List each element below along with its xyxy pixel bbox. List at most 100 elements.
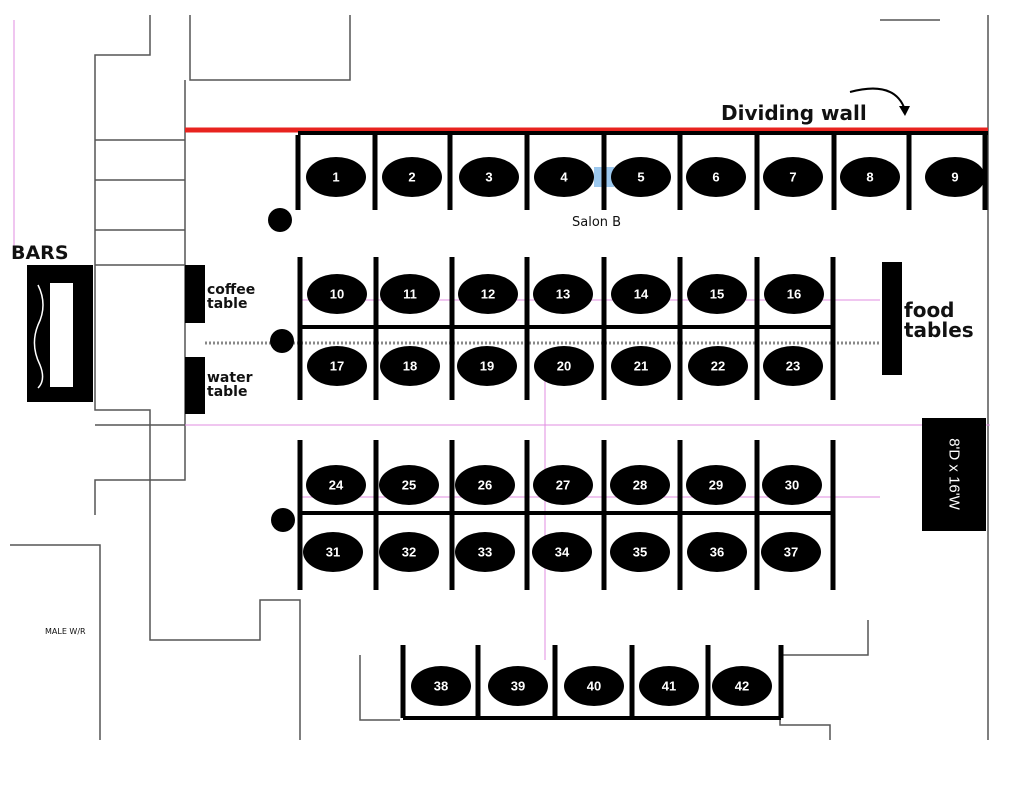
table-30[interactable]: 30 [762, 465, 822, 505]
table-number: 14 [634, 287, 649, 302]
table-dividers [268, 131, 988, 720]
table-number: 13 [556, 287, 570, 302]
table-shape [712, 666, 772, 706]
table-number: 2 [408, 170, 415, 185]
table-shape [307, 346, 367, 386]
water-table-label: water table [207, 370, 253, 400]
table-35[interactable]: 35 [610, 532, 670, 572]
table-4[interactable]: 4 [534, 157, 594, 197]
table-shape [687, 274, 747, 314]
round-marker [270, 329, 294, 353]
table-8[interactable]: 8 [840, 157, 900, 197]
table-shape [303, 532, 363, 572]
table-13[interactable]: 13 [533, 274, 593, 314]
table-number: 41 [662, 679, 676, 694]
table-39[interactable]: 39 [488, 666, 548, 706]
table-5[interactable]: 5 [611, 157, 671, 197]
table-6[interactable]: 6 [686, 157, 746, 197]
table-15[interactable]: 15 [687, 274, 747, 314]
table-shape [458, 274, 518, 314]
table-number: 23 [786, 359, 800, 374]
room-label: Salon B [572, 215, 622, 230]
stage-label: 8'D x 16'W [946, 438, 963, 510]
table-26[interactable]: 26 [455, 465, 515, 505]
table-shape [840, 157, 900, 197]
table-22[interactable]: 22 [688, 346, 748, 386]
table-number: 35 [633, 545, 647, 560]
table-shape [611, 274, 671, 314]
table-14[interactable]: 14 [611, 274, 671, 314]
table-shape [610, 532, 670, 572]
table-34[interactable]: 34 [532, 532, 592, 572]
table-17[interactable]: 17 [307, 346, 367, 386]
table-41[interactable]: 41 [639, 666, 699, 706]
table-number: 3 [485, 170, 492, 185]
restroom-label: MALE W/R [45, 627, 86, 636]
table-28[interactable]: 28 [610, 465, 670, 505]
water-table [185, 357, 205, 414]
table-7[interactable]: 7 [763, 157, 823, 197]
table-shape [611, 157, 671, 197]
table-shape [380, 274, 440, 314]
table-9[interactable]: 9 [925, 157, 985, 197]
table-number: 17 [330, 359, 344, 374]
table-20[interactable]: 20 [534, 346, 594, 386]
table-37[interactable]: 37 [761, 532, 821, 572]
table-42[interactable]: 42 [712, 666, 772, 706]
table-shape [380, 346, 440, 386]
table-33[interactable]: 33 [455, 532, 515, 572]
table-19[interactable]: 19 [457, 346, 517, 386]
table-18[interactable]: 18 [380, 346, 440, 386]
table-shape [534, 346, 594, 386]
table-25[interactable]: 25 [379, 465, 439, 505]
table-11[interactable]: 11 [380, 274, 440, 314]
table-number: 32 [402, 545, 416, 560]
dividing-wall-label: Dividing wall [721, 101, 867, 125]
bar-counter [27, 265, 93, 402]
bars-label: BARS [11, 242, 69, 264]
table-number: 29 [709, 478, 723, 493]
table-12[interactable]: 12 [458, 274, 518, 314]
table-3[interactable]: 3 [459, 157, 519, 197]
table-shape [532, 532, 592, 572]
table-number: 12 [481, 287, 495, 302]
table-shape [306, 465, 366, 505]
arrowhead-icon [899, 106, 910, 116]
table-number: 1 [332, 170, 339, 185]
arrow-icon [849, 87, 906, 111]
table-number: 15 [710, 287, 724, 302]
table-number: 5 [637, 170, 644, 185]
table-number: 42 [735, 679, 749, 694]
table-2[interactable]: 2 [382, 157, 442, 197]
table-shape [639, 666, 699, 706]
table-21[interactable]: 21 [611, 346, 671, 386]
table-27[interactable]: 27 [533, 465, 593, 505]
table-shape [610, 465, 670, 505]
table-shape [533, 274, 593, 314]
table-23[interactable]: 23 [763, 346, 823, 386]
table-shape [382, 157, 442, 197]
table-number: 4 [560, 170, 568, 185]
table-1[interactable]: 1 [306, 157, 366, 197]
food-table-block [882, 262, 902, 375]
table-shape [488, 666, 548, 706]
table-31[interactable]: 31 [303, 532, 363, 572]
table-10[interactable]: 10 [307, 274, 367, 314]
table-shape [533, 465, 593, 505]
table-number: 34 [555, 545, 570, 560]
table-32[interactable]: 32 [379, 532, 439, 572]
table-29[interactable]: 29 [686, 465, 746, 505]
table-shape [925, 157, 985, 197]
table-number: 36 [710, 545, 724, 560]
table-16[interactable]: 16 [764, 274, 824, 314]
table-36[interactable]: 36 [687, 532, 747, 572]
table-38[interactable]: 38 [411, 666, 471, 706]
food-tables-label: food tables [904, 298, 974, 342]
coffee-table-label: coffee table [207, 282, 256, 312]
table-24[interactable]: 24 [306, 465, 366, 505]
table-number: 11 [403, 287, 417, 302]
table-number: 24 [329, 478, 344, 493]
table-40[interactable]: 40 [564, 666, 624, 706]
table-number: 31 [326, 545, 340, 560]
